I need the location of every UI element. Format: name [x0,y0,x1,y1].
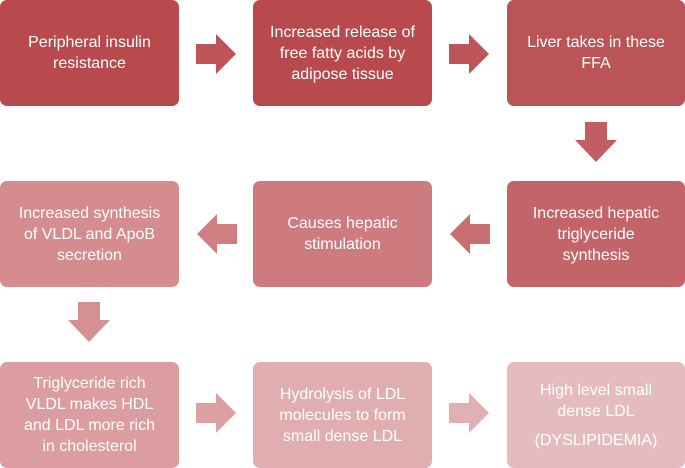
step-subtext: (DYSLIPIDEMIA) [534,431,658,449]
step-text-line: small dense LDL [282,427,403,445]
step-text-line: dense LDL [557,402,635,420]
step-text-line: Increased synthesis [18,204,161,222]
step-text-line: Hydrolysis of LDL [279,385,406,403]
step-text-line: secretion [57,246,122,264]
step-ldl-hydrolysis: Hydrolysis of LDL molecules to form smal… [253,362,432,468]
step-small-dense-ldl: High level small dense LDL (DYSLIPIDEMIA… [507,362,685,468]
step-text-line: triglyceride [557,225,635,243]
arrow-right-icon [196,393,236,433]
step-hepatic-stimulation: Causes hepatic stimulation [253,181,432,287]
step-peripheral-insulin-resistance: Peripheral insulin resistance [0,0,179,106]
step-text-line: Triglyceride rich [33,375,146,392]
step-text-line: molecules to form [279,406,406,424]
step-text-line: adipose tissue [291,65,394,83]
step-text-line: High level small [539,381,653,399]
arrow-left-icon [450,214,490,254]
step-increased-vldl-synthesis: Increased synthesis of VLDL and ApoB sec… [0,181,179,287]
arrow-right-icon [449,393,489,433]
step-text-line: Increased release of [270,23,415,41]
step-increased-hepatic-tg-synthesis: Increased hepatic triglyceride synthesis [507,181,685,287]
step-text-line: FFA [581,55,611,72]
step-text-line: and LDL more rich [23,417,156,434]
step-text-line: resistance [53,55,126,72]
arrow-right-icon [449,34,489,74]
step-tg-rich-vldl: Triglyceride rich VLDL makes HDL and LDL… [0,362,179,468]
step-text-line: VLDL makes HDL [25,396,154,413]
step-text-line: in cholesterol [42,438,137,455]
step-text-line: Increased hepatic [532,204,660,222]
step-text-line: Causes hepatic [287,215,398,232]
step-text-line: of VLDL and ApoB [23,225,156,243]
arrow-down-icon [575,122,617,162]
step-text-line: synthesis [562,246,630,264]
step-text-line: Liver takes in these [527,34,665,51]
step-increased-ffa-release: Increased release of free fatty acids by… [253,0,432,106]
step-text-line: free fatty acids by [279,44,406,62]
arrow-right-icon [196,34,236,74]
step-text-line: Peripheral insulin [28,34,151,51]
step-text-line: stimulation [304,236,381,253]
arrow-down-icon [68,302,110,342]
arrow-left-icon [197,214,237,254]
step-liver-takes-in-ffa: Liver takes in these FFA [507,0,685,106]
